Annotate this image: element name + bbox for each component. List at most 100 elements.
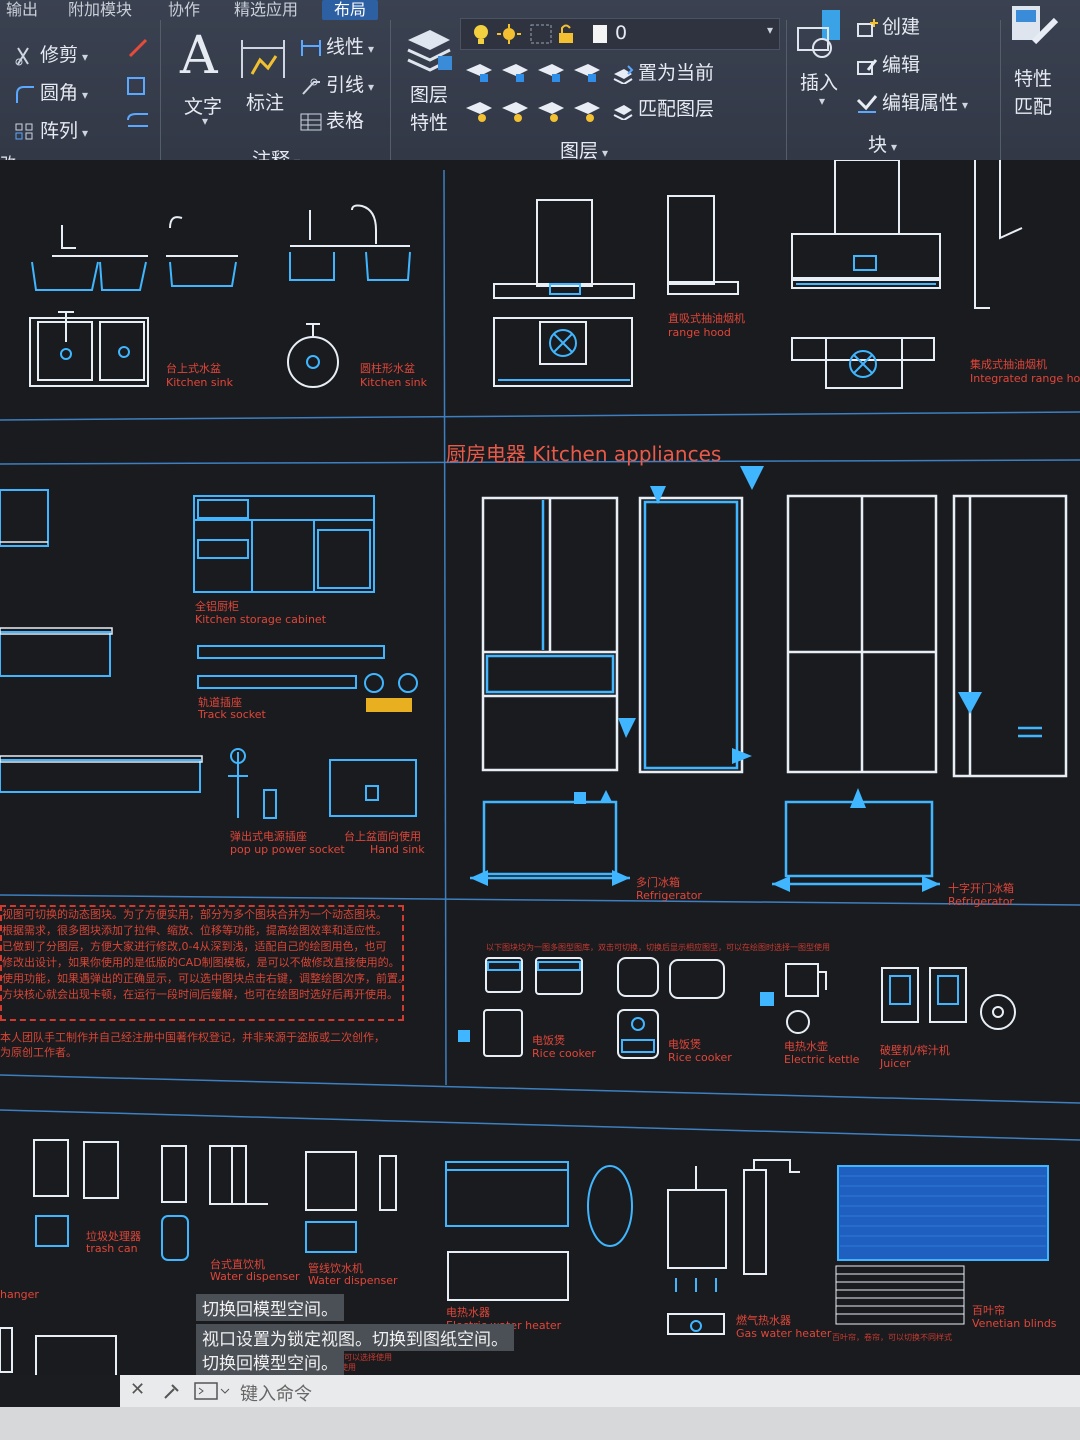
dimension-button[interactable]: 标注 [246,92,285,114]
ewh-label-cn: 电热水器 [446,1306,490,1319]
layers-panel-title[interactable]: 图层▾ [560,140,609,162]
insert-block-icon[interactable] [794,8,846,66]
blinds-label-en: Venetian blinds [972,1317,1057,1330]
cad-linework [0,160,1080,1375]
tab-layout[interactable]: 布局 [322,0,379,20]
hand-sink-label-cn: 台上盆面向使用 [344,830,421,843]
fridge-cross-label-cn: 十字开门冰箱 [948,882,1014,895]
hanger-label-en: hanger [0,1288,39,1301]
drawing-canvas[interactable]: 台上式水盆 Kitchen sink 圆柱形水盆 Kitchen sink 直吸… [0,160,1080,1375]
match-layer-icon [613,104,633,120]
rice-cooker-1-label-cn: 电饭煲 [532,1034,565,1047]
hand-sink-label-en: Hand sink [370,843,425,856]
layer-properties-label: 特性 [410,112,449,134]
rice-cooker-2-label-cn: 电饭煲 [668,1038,701,1051]
linear-dim-icon [301,39,321,56]
command-prompt-icon[interactable] [194,1381,230,1401]
mini-note-1: 回收站可以选择使用 [320,1353,392,1362]
edit-block-button[interactable]: 编辑 [856,50,920,77]
table-button[interactable]: 表格 [300,106,364,133]
edit-attributes-icon [856,94,878,113]
match-properties-icon[interactable] [1008,2,1064,60]
table-icon [300,113,322,130]
modify-extra-icons[interactable] [124,34,154,144]
layer-tools-icons[interactable] [462,56,612,128]
integrated-hood-label-cn: 集成式抽油烟机 [970,358,1047,371]
track-socket-label-en: Track socket [198,708,266,721]
storage-label-cn: 全铝厨柜 [195,600,239,613]
leader-button[interactable]: 引线▾ [300,70,374,97]
sink-1-label-en: Kitchen sink [166,376,233,389]
linear-button[interactable]: 线性▾ [300,32,374,59]
insert-button[interactable]: 插入 [800,72,839,94]
layer-properties-button[interactable]: 图层 [410,84,449,106]
trim-icon [15,46,29,65]
array-button[interactable]: 阵列▾ [14,116,88,143]
fillet-icon [16,85,34,103]
tab-featured-apps[interactable]: 精选应用 [234,0,299,19]
sink-2-label-en: Kitchen sink [360,376,427,389]
juicer-label-en: Juicer [880,1057,911,1070]
trash-label-cn: 垃圾处理器 [86,1230,141,1243]
customize-icon[interactable] [162,1381,182,1401]
kettle-label-cn: 电热水壶 [784,1040,828,1053]
text-button[interactable]: 文字 [184,96,223,118]
ribbon: 输出 附加模块 协作 精选应用 布局 修剪▾ 圆角▾ 阵列▾ A 文字 ▾ 标注… [0,0,1080,173]
leader-icon [302,78,320,95]
blinds-label-cn: 百叶帘 [972,1304,1005,1317]
text-dropdown-icon[interactable]: ▾ [202,114,209,128]
water-2-label-en: Water dispenser [308,1274,398,1287]
juicer-label-cn: 破壁机/榨汁机 [880,1044,950,1057]
command-line[interactable]: ✕ 键入命令 [120,1375,1080,1407]
tab-collaborate[interactable]: 协作 [168,0,201,19]
note-line: 视图可切换的动态图块。为了方便实用，部分为多个图块合并为一个动态图块。 [2,908,387,921]
command-history-1: 切换回模型空间。 [196,1294,344,1321]
note-line: 方块核心就会出现卡顿，在运行一段时间后缓解，也可在绘图时选好后再开使用。 [2,988,398,1001]
make-current-icon [613,64,634,84]
make-current-button[interactable]: 置为当前 [612,58,714,85]
tab-addins[interactable]: 附加模块 [68,0,133,19]
command-history-2: 视口设置为锁定视图。切换到图纸空间。 [196,1324,514,1351]
tab-output[interactable]: 输出 [6,0,39,19]
fridge-multi-label-en: Refrigerator [636,889,702,902]
block-panel-title[interactable]: 块▾ [868,134,898,156]
layer-dropdown-arrow[interactable]: ▾ [766,23,773,37]
fridge-cross-label-en: Refrigerator [948,895,1014,908]
range-hood-label-cn: 直吸式抽油烟机 [668,312,745,325]
close-icon[interactable]: ✕ [130,1379,146,1400]
ribbon-tabs: 输出 附加模块 协作 精选应用 布局 [0,0,1080,20]
edit-attributes-button[interactable]: 编辑属性▾ [856,88,968,115]
storage-label-en: Kitchen storage cabinet [195,613,327,626]
create-block-icon [857,18,878,37]
command-history-3: 切换回模型空间。 [196,1348,344,1375]
rice-cooker-1-label-en: Rice cooker [532,1047,596,1060]
match-properties-button[interactable]: 特性 [1014,68,1053,90]
popup-socket-label-en: pop up power socket [230,843,345,856]
edit-block-icon [857,58,878,75]
status-bar [0,1407,1080,1440]
note-line: 使用功能，如果遇弹出的正确显示，可以选中图块点击右键，调整绘图次序，前置。 [2,972,404,985]
match-properties-label: 匹配 [1014,96,1053,118]
layer-current-name: 0 [615,22,628,44]
layer-state-icons [474,24,607,44]
layer-dropdown[interactable]: 0 ▾ [460,18,780,50]
fillet-button[interactable]: 圆角▾ [14,78,88,105]
sink-2-label-cn: 圆柱形水盆 [360,362,415,375]
command-input[interactable]: 键入命令 [240,1384,312,1405]
dimension-icon[interactable] [238,34,288,84]
layer-properties-icon[interactable] [404,22,454,74]
note-line: 修改出设计，如果你使用的是低版的CAD制图模板，是可以不做修改直接使用的。 [2,956,400,969]
insert-dropdown-icon[interactable]: ▾ [819,94,826,108]
array-icon [15,123,33,139]
water-1-label-en: Water dispenser [210,1270,300,1283]
kettle-label-en: Electric kettle [784,1053,860,1066]
trim-button[interactable]: 修剪▾ [14,40,88,67]
match-layer-button[interactable]: 匹配图层 [612,94,714,121]
gwh-label-cn: 燃气热水器 [736,1314,791,1327]
integrated-hood-label-en: Integrated range hood [970,372,1080,385]
text-icon[interactable]: A [180,26,218,86]
create-block-button[interactable]: 创建 [856,12,920,39]
appliance-note: 以下图块均为一图多图型图库，双击可切换，切换后显示相应图型，可以在绘图时选择一图… [486,943,830,952]
note-line: 已做到了分图层，方便大家进行修改,0-4从深到浅，适配自己的绘图用色，也可 [2,940,387,953]
popup-socket-label-cn: 弹出式电源插座 [230,830,307,843]
